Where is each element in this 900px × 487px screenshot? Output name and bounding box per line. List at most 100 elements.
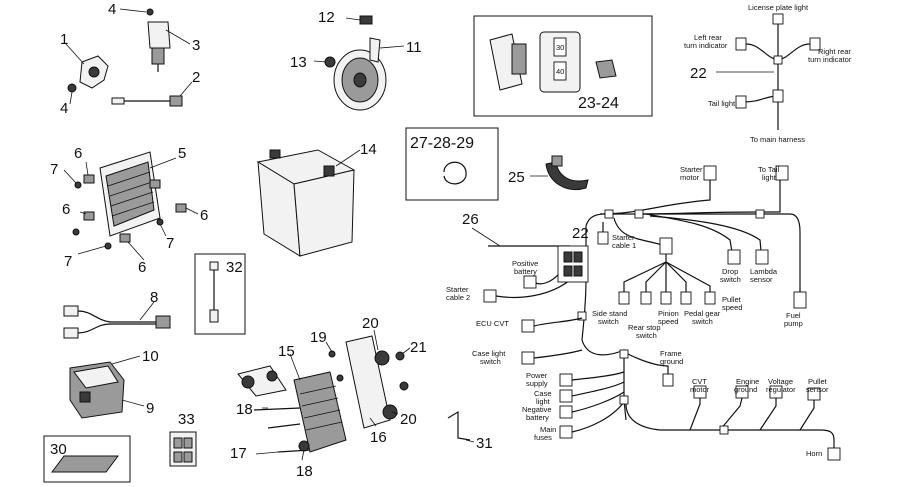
- callout-27-28-29: 27-28-29: [410, 135, 474, 152]
- switch-assembly: [65, 8, 193, 107]
- label-fuel-pump-2: pump: [784, 319, 803, 328]
- callout-19: 19: [310, 329, 327, 346]
- strap: [545, 161, 589, 190]
- callout-32: 32: [226, 259, 243, 276]
- clamp-frame: [405, 127, 499, 201]
- label-voltage-regulator-1: Voltage: [768, 377, 793, 386]
- label-cvt-motor-2: motor: [690, 385, 710, 394]
- fuse-24: [595, 59, 617, 79]
- callout-22a: 22: [690, 65, 707, 82]
- label-right-rear-2: turn indicator: [808, 55, 852, 64]
- callout-14: 14: [360, 141, 377, 158]
- pad: [51, 455, 119, 473]
- label-positive-battery-1: Positive: [512, 259, 538, 268]
- label-pinion-speed-2: speed: [658, 317, 678, 326]
- label-pedal-gear-1: Pedal gear: [684, 309, 721, 318]
- label-lambda-sensor-1: Lambda: [750, 267, 778, 276]
- label-left-rear-2: turn indicator: [684, 41, 728, 50]
- label-rear-stop-2: switch: [636, 331, 657, 340]
- callout-20b: 20: [400, 411, 417, 428]
- label-to-tail-light-2: light: [762, 173, 777, 182]
- label-negative-battery-1: Negative: [522, 405, 552, 414]
- label-cvt-motor-1: CVT: [692, 377, 707, 386]
- relay-23: 30 40: [489, 31, 581, 93]
- label-case-light-switch-1: Case light: [472, 349, 506, 358]
- hose-clamp: [443, 161, 467, 185]
- label-starter-cable1-1: Starter: [612, 233, 635, 242]
- callout-7c: 7: [64, 253, 72, 270]
- label-to-main-harness: To main harness: [750, 135, 805, 144]
- rear-harness: [716, 13, 821, 130]
- label-left-rear-1: Left rear: [694, 33, 722, 42]
- callout-7a: 7: [50, 161, 58, 178]
- label-pullet-speed-1: Pullet: [722, 295, 742, 304]
- callout-7b: 7: [166, 235, 174, 252]
- label-starter-cable2-2: cable 2: [446, 293, 470, 302]
- label-main-fuses-1: Main: [540, 425, 556, 434]
- label-case-light-2: light: [536, 397, 551, 406]
- callout-21: 21: [410, 339, 427, 356]
- regulator-assembly: [237, 329, 411, 461]
- fuse-frame: [194, 253, 246, 335]
- pad-frame: [43, 435, 131, 483]
- callout-5: 5: [178, 145, 186, 162]
- label-frame-ground-1: Frame: [660, 349, 682, 358]
- callout-11: 11: [406, 39, 422, 56]
- callout-31: 31: [476, 435, 493, 452]
- label-pullet-sensor-2: sensor: [806, 385, 829, 394]
- clip: [447, 410, 471, 441]
- label-ecu-cvt: ECU CVT: [476, 319, 509, 328]
- callout-9: 9: [146, 400, 154, 417]
- label-side-stand-2: switch: [598, 317, 619, 326]
- callout-1: 1: [60, 31, 68, 48]
- callout-6a: 6: [74, 145, 82, 162]
- label-fuel-pump-1: Fuel: [786, 311, 801, 320]
- callout-8: 8: [150, 289, 158, 306]
- callout-12: 12: [318, 9, 335, 26]
- label-power-supply-1: Power: [526, 371, 548, 380]
- callout-17: 17: [230, 445, 247, 462]
- callout-16: 16: [370, 429, 387, 446]
- label-side-stand-1: Side stand: [592, 309, 627, 318]
- horn: [313, 15, 405, 111]
- label-to-tail-light-1: To Tail: [758, 165, 779, 174]
- ecu-module: [63, 151, 199, 261]
- relay-mark-40: 40: [556, 67, 564, 76]
- label-power-supply-2: supply: [526, 379, 548, 388]
- label-case-light-switch-2: switch: [480, 357, 501, 366]
- label-pullet-sensor-1: Pullet: [808, 377, 828, 386]
- callout-20a: 20: [362, 315, 379, 332]
- label-frame-ground-2: ground: [660, 357, 683, 366]
- callout-18b: 18: [296, 463, 313, 480]
- main-harness: [483, 165, 841, 461]
- callout-6b: 6: [62, 201, 70, 218]
- label-engine-ground-2: ground: [734, 385, 757, 394]
- callout-26: 26: [462, 211, 479, 228]
- callout-6c: 6: [200, 207, 208, 224]
- callout-23-24: 23-24: [578, 95, 619, 112]
- label-engine-ground-1: Engine: [736, 377, 759, 386]
- callout-22b: 22: [572, 225, 589, 242]
- relay-block: [69, 355, 145, 419]
- relay-mark-30: 30: [556, 43, 564, 52]
- wiring-lead: [63, 301, 171, 339]
- label-positive-battery-2: battery: [514, 267, 537, 276]
- callout-10: 10: [142, 348, 159, 365]
- callout-18a: 18: [236, 401, 253, 418]
- label-drop-switch-2: switch: [720, 275, 741, 284]
- callout-3: 3: [192, 37, 200, 54]
- label-starter-cable2-1: Starter: [446, 285, 469, 294]
- label-tail-light: Tail light: [708, 99, 736, 108]
- fuse-lead: [209, 261, 219, 323]
- battery: [256, 149, 361, 257]
- label-starter-motor-1: Starter: [680, 165, 703, 174]
- callout-4a: 4: [108, 1, 116, 18]
- callout-6d: 6: [138, 259, 146, 276]
- label-negative-battery-2: battery: [526, 413, 549, 422]
- callout-33: 33: [178, 411, 195, 428]
- label-right-rear-1: Right rear: [818, 47, 851, 56]
- relay-fuse-frame: [473, 15, 653, 117]
- connector-33: [169, 431, 197, 467]
- callout-4b: 4: [60, 100, 68, 117]
